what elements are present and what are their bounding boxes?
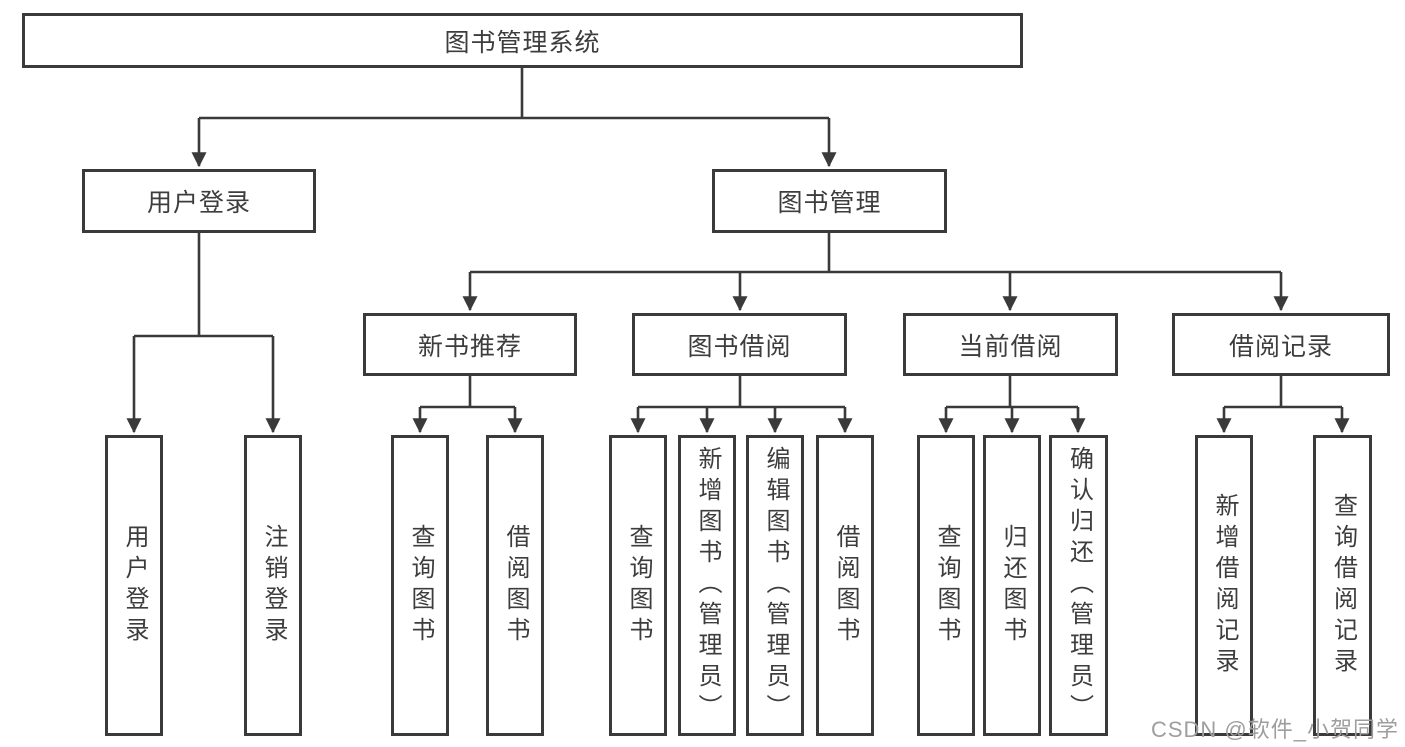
node-book-management-label: 图书管理 [777, 189, 882, 217]
leaf-label: 借阅图书 [832, 523, 859, 648]
leaf-label: 查询图书 [933, 523, 960, 648]
node-book-borrow-label: 图书借阅 [687, 332, 792, 361]
leaf-return-books: 归还图书 [983, 435, 1041, 736]
leaf-add-books-admin: 新增图书（管理员） [678, 435, 736, 736]
leaf-query-books-recommend: 查询图书 [391, 435, 449, 736]
leaf-label: 确认归还（管理员） [1065, 446, 1093, 725]
leaf-label: 新增图书（管理员） [694, 446, 721, 725]
leaf-query-books-borrow: 查询图书 [609, 435, 667, 736]
node-borrow-records: 借阅记录 [1172, 313, 1390, 376]
leaf-user-login: 用户登录 [105, 435, 163, 736]
leaf-logout: 注销登录 [244, 435, 302, 736]
leaf-label: 用户登录 [121, 523, 148, 648]
leaf-edit-books-admin: 编辑图书（管理员） [746, 435, 804, 736]
leaf-confirm-return-admin: 确认归还（管理员） [1049, 435, 1108, 736]
node-current-borrow-label: 当前借阅 [958, 332, 1063, 361]
leaf-label: 查询图书 [625, 523, 652, 648]
leaf-label: 查询借阅记录 [1329, 492, 1357, 679]
leaf-query-books-current: 查询图书 [917, 435, 975, 736]
leaf-borrow-books: 借阅图书 [816, 435, 874, 736]
node-new-book-recommend-label: 新书推荐 [417, 332, 522, 361]
leaf-borrow-books-recommend: 借阅图书 [486, 435, 544, 736]
node-new-book-recommend: 新书推荐 [363, 313, 577, 376]
node-book-borrow: 图书借阅 [632, 313, 847, 376]
node-root: 图书管理系统 [22, 13, 1023, 68]
node-root-label: 图书管理系统 [444, 28, 601, 57]
csdn-watermark: CSDN @软件_小贺同学 [1150, 717, 1399, 742]
node-book-management: 图书管理 [712, 169, 947, 233]
leaf-query-borrow-record: 查询借阅记录 [1313, 435, 1372, 736]
leaf-label: 注销登录 [260, 523, 287, 648]
node-user-login: 用户登录 [82, 169, 316, 233]
node-user-login-label: 用户登录 [146, 189, 251, 217]
leaf-add-borrow-record: 新增借阅记录 [1195, 435, 1253, 736]
node-borrow-records-label: 借阅记录 [1228, 332, 1333, 361]
leaf-label: 查询图书 [407, 523, 434, 648]
node-current-borrow: 当前借阅 [903, 313, 1118, 376]
leaf-label: 借阅图书 [502, 523, 529, 648]
leaf-label: 新增借阅记录 [1211, 492, 1238, 679]
leaf-label: 归还图书 [999, 523, 1026, 648]
leaf-label: 编辑图书（管理员） [762, 446, 789, 725]
